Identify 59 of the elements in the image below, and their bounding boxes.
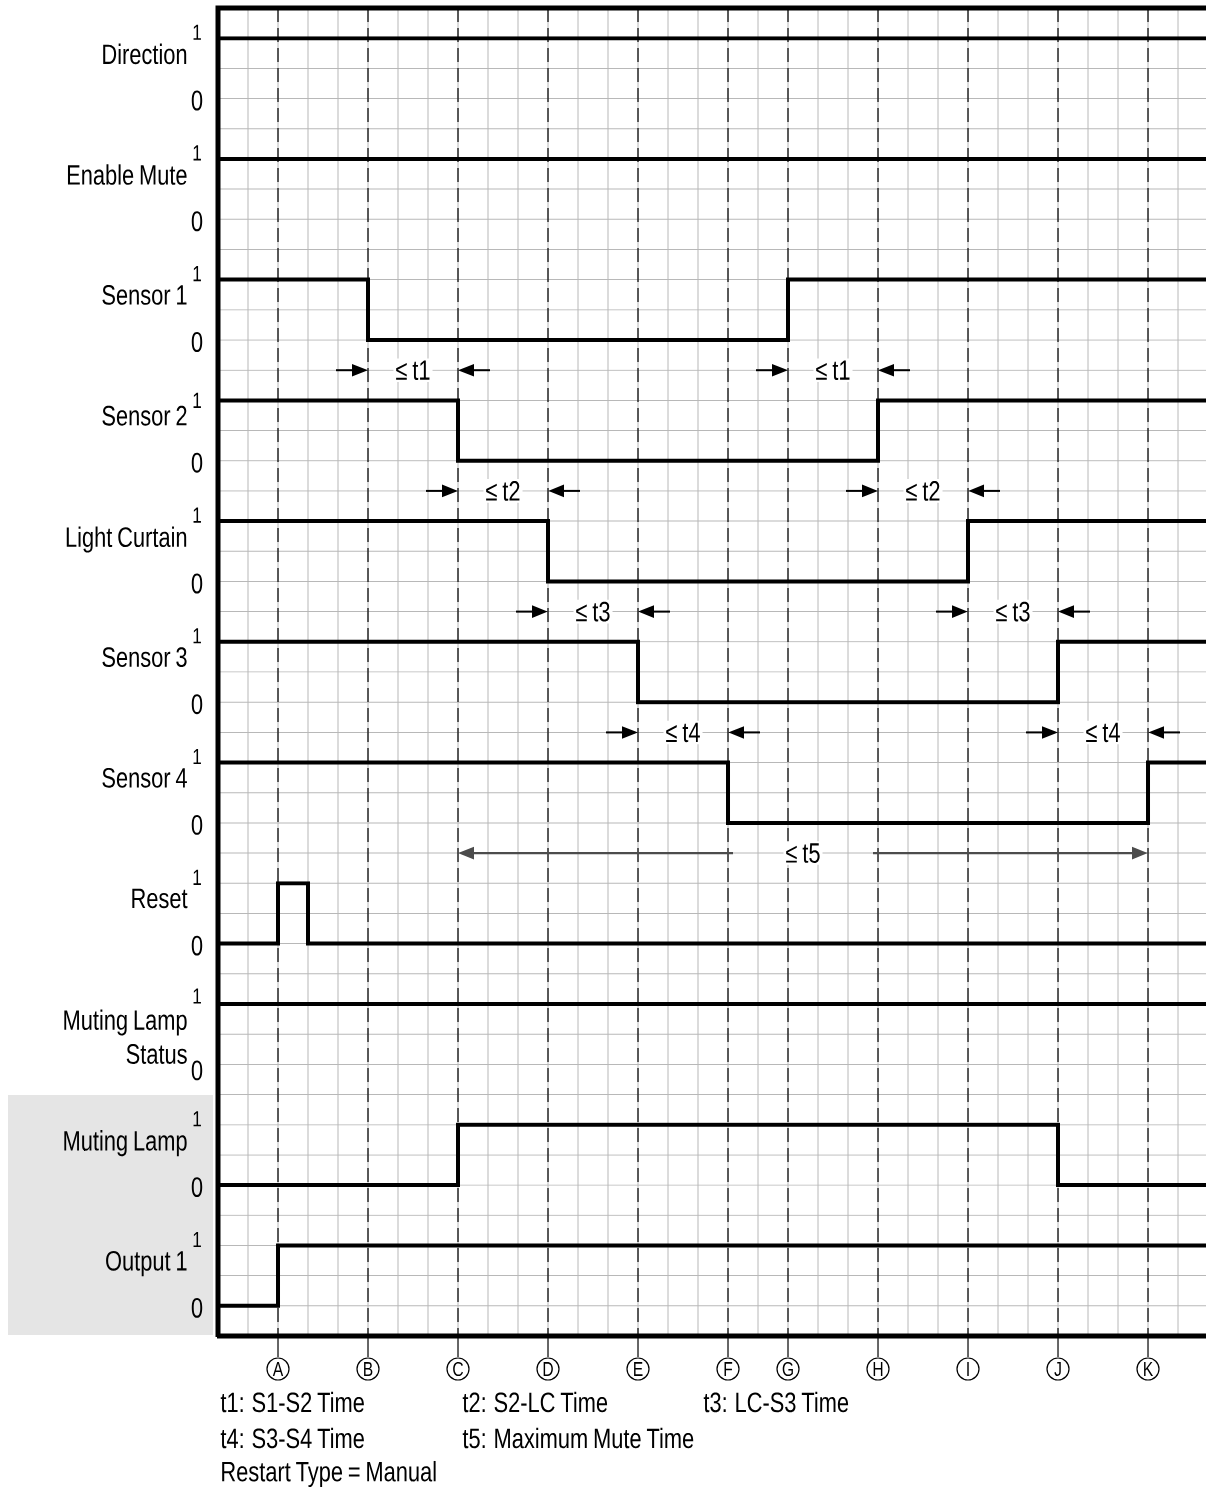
signal-name: Sensor 4 [102,767,187,788]
note-text: t1: S1-S2 Time [220,1391,364,1413]
circled-letter: G [776,1357,800,1381]
level-label: 1 [193,1231,201,1248]
circled-letter: J [1046,1357,1070,1381]
level-label: 0 [191,814,203,835]
level-label: 1 [193,507,201,523]
level-label: 1 [193,145,201,161]
signal-name: Output 1 [106,1250,187,1277]
signal-name: Enable Mute [67,164,187,185]
dimension-label: ≤ t4 [663,720,703,745]
circled-letter: A [266,1357,290,1381]
level-label: 1 [193,24,201,40]
dimension-label: ≤ t1 [393,358,433,382]
level-label: 1 [193,1111,201,1127]
level-label: 1 [193,869,201,885]
note-text: Restart Type = Manual [222,1460,436,1488]
level-label: 0 [191,211,203,232]
level-label: 0 [191,90,203,111]
dimension-label: ≤ t2 [903,479,943,503]
level-label: 0 [191,573,203,594]
signal-name: Sensor 3 [102,647,187,668]
level-label: 1 [193,392,201,408]
level-label: 0 [191,935,203,956]
signal-name: Direction [103,43,187,65]
signal-name: Light Curtain [66,526,187,553]
level-label: 1 [193,628,201,644]
level-label: 1 [193,748,201,765]
circled-letter: D [536,1357,560,1381]
level-label: 1 [193,266,201,282]
dimension-label: ≤ t1 [813,358,853,382]
signal-name: Reset [132,888,188,909]
circled-letter: C [446,1357,470,1381]
level-label: 0 [191,1297,203,1318]
level-label: 0 [191,452,203,473]
level-label: 0 [191,694,203,715]
dimension-label: ≤ t2 [483,479,523,503]
signal-name: Muting Lamp [64,1130,187,1157]
circled-letter: K [1136,1357,1160,1381]
circled-letter: E [626,1357,650,1381]
level-label: 0 [191,332,203,352]
dimension-label: ≤ t5 [783,841,823,865]
note-text: t3: LC-S3 Time [703,1391,849,1413]
signal-name: Sensor 2 [102,405,187,426]
note-text: t2: S2-LC Time [462,1391,608,1413]
circled-letter: I [956,1357,980,1381]
level-label: 1 [193,988,201,1004]
circled-letter: H [866,1357,890,1381]
signal-name: Sensor 1 [102,285,187,305]
dimension-label: ≤ t3 [993,599,1033,624]
level-label: 0 [191,1177,203,1198]
note-text: t5: Maximum Mute Time [462,1427,694,1449]
dimension-label: ≤ t4 [1083,720,1123,745]
note-text: t4: S3-S4 Time [220,1427,364,1449]
level-label: 0 [191,1060,203,1081]
circled-letter: F [716,1357,740,1381]
signal-name: Muting Lamp Status [64,1009,187,1064]
circled-letter: B [356,1357,380,1381]
dimension-label: ≤ t3 [573,599,613,624]
